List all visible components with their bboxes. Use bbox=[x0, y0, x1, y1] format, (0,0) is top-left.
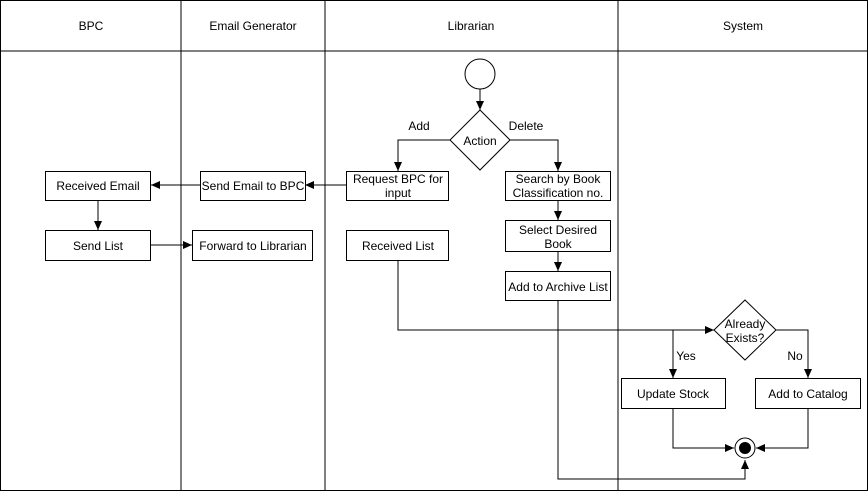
received-email-label: Received Email bbox=[56, 179, 139, 193]
edge-decision-yes bbox=[669, 329, 714, 378]
action-label: Action bbox=[463, 134, 496, 148]
edge-decision-no bbox=[776, 329, 812, 378]
edge-label-yes: Yes bbox=[676, 349, 696, 363]
already-exists-decision: Already Exists? bbox=[713, 299, 777, 361]
already-exists-line-1: Already bbox=[725, 317, 766, 331]
node-select-desired-book: Select Desired Book bbox=[505, 220, 611, 252]
add-to-archive-list-label: Add to Archive List bbox=[508, 280, 608, 294]
action-decision: Action bbox=[449, 109, 511, 171]
request-bpc-input-line-1: Request BPC for bbox=[353, 172, 443, 186]
request-bpc-input-line-2: input bbox=[385, 186, 412, 200]
edge-label-add: Add bbox=[408, 119, 429, 133]
node-search-by-classification: Search by Book Classification no. bbox=[505, 171, 611, 201]
node-request-bpc-input: Request BPC for input bbox=[346, 171, 449, 201]
node-received-email: Received Email bbox=[45, 171, 151, 201]
received-list-label: Received List bbox=[362, 239, 435, 253]
start-node bbox=[464, 58, 496, 90]
lane-header-system: System bbox=[723, 19, 763, 33]
lane-header-email-generator: Email Generator bbox=[209, 19, 296, 33]
edge-action-add bbox=[394, 139, 450, 171]
end-node bbox=[734, 437, 756, 459]
node-send-list: Send List bbox=[45, 230, 151, 261]
node-send-email-to-bpc: Send Email to BPC bbox=[200, 171, 306, 201]
edge-label-no: No bbox=[787, 349, 803, 363]
lane-header-librarian: Librarian bbox=[448, 19, 495, 33]
send-email-to-bpc-label: Send Email to BPC bbox=[202, 179, 305, 193]
edge-add-catalog-to-end bbox=[756, 409, 809, 452]
already-exists-line-2: Exists? bbox=[726, 331, 765, 345]
edge-action-delete bbox=[510, 139, 562, 171]
node-forward-to-librarian: Forward to Librarian bbox=[192, 230, 313, 261]
search-line-2: Classification no. bbox=[513, 186, 604, 200]
node-received-list: Received List bbox=[346, 230, 449, 261]
add-to-catalog-label: Add to Catalog bbox=[768, 387, 847, 401]
connectors bbox=[94, 89, 812, 480]
send-list-label: Send List bbox=[73, 239, 124, 253]
node-add-to-catalog: Add to Catalog bbox=[755, 378, 861, 409]
forward-to-librarian-label: Forward to Librarian bbox=[199, 239, 306, 253]
update-stock-label: Update Stock bbox=[637, 387, 710, 401]
lane-header-bpc: BPC bbox=[79, 19, 104, 33]
node-update-stock: Update Stock bbox=[621, 378, 726, 409]
node-add-to-archive-list: Add to Archive List bbox=[505, 271, 611, 301]
search-line-1: Search by Book bbox=[516, 172, 602, 186]
select-line-2: Book bbox=[544, 237, 572, 251]
edge-label-delete: Delete bbox=[509, 119, 544, 133]
edge-archive-to-end bbox=[557, 301, 749, 480]
edge-received-list-to-decision bbox=[397, 260, 714, 334]
edge-update-stock-to-end bbox=[672, 409, 734, 452]
select-line-1: Select Desired bbox=[519, 223, 597, 237]
